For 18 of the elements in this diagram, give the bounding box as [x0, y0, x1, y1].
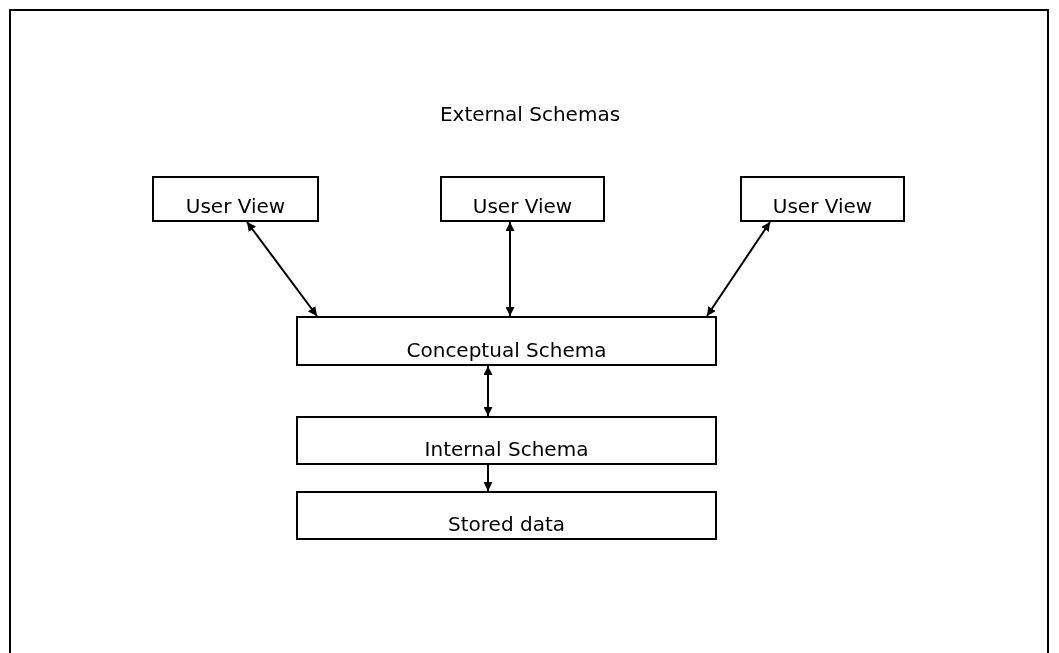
box-label: User View: [185, 194, 286, 218]
box-label: User View: [472, 194, 573, 218]
schema-box: [740, 176, 905, 222]
box-label: User View: [772, 194, 873, 218]
schema-box: [152, 176, 319, 222]
arrow: [706, 221, 771, 317]
schema-box: [296, 316, 717, 366]
box-label: Stored data: [448, 512, 565, 536]
arrow: [505, 221, 515, 317]
schema-box: [296, 416, 717, 465]
arrow: [483, 365, 493, 417]
schema-box: [440, 176, 605, 222]
schema-box: [296, 491, 717, 540]
box-label: Conceptual Schema: [406, 338, 607, 362]
arrow: [246, 221, 318, 317]
arrow: [483, 464, 493, 492]
box-label: Internal Schema: [424, 437, 589, 461]
diagram-title: External Schemas: [438, 102, 622, 126]
